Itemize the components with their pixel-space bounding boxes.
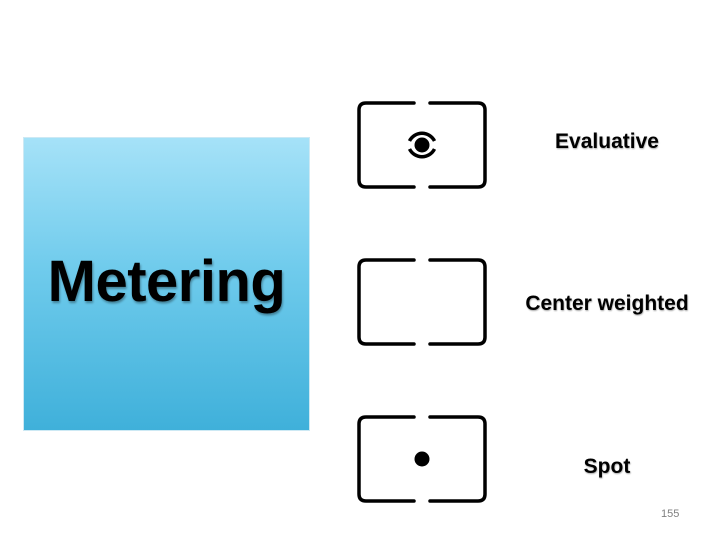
center-weighted-metering-icon xyxy=(357,258,487,346)
evaluative-metering-icon xyxy=(357,101,487,189)
title-box: Metering xyxy=(23,137,310,431)
spot-metering-icon xyxy=(357,415,487,503)
slide-title: Metering xyxy=(47,248,286,314)
spot-label: Spot xyxy=(583,455,631,478)
page-number: 155 xyxy=(661,508,680,520)
evaluative-label: Evaluative xyxy=(555,130,659,153)
center-weighted-label: Center weighted xyxy=(525,292,689,315)
